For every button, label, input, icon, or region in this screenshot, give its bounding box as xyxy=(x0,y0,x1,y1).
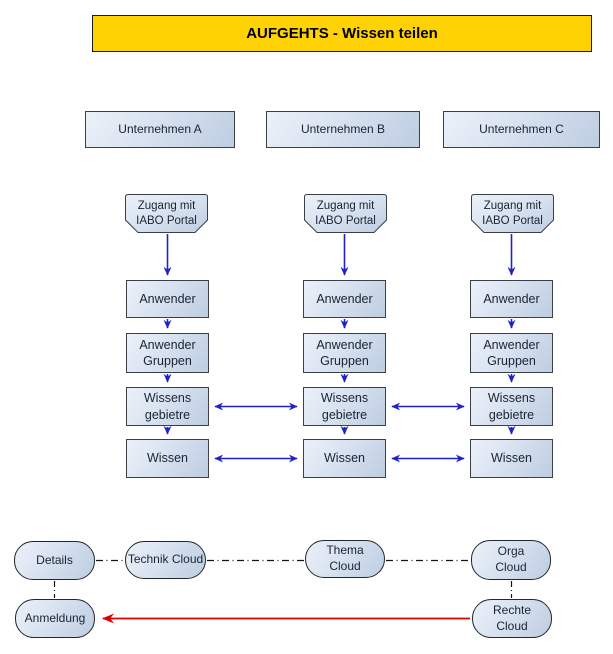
anwender-node-c-label: Anwender xyxy=(483,291,540,306)
wissen-node-c: Wissen xyxy=(470,439,553,478)
company-header-b-label: Unternehmen B xyxy=(300,121,386,136)
technik-cloud-node: Technik Cloud xyxy=(125,541,206,579)
thema-cloud-node-label: Thema Cloud xyxy=(326,543,364,573)
wissensgebiete-node-b-label: Wissens gebietre xyxy=(320,391,369,422)
wissensgebiete-node-a-label: Wissens gebietre xyxy=(143,391,192,422)
page-title: AUFGEHTS - Wissen teilen xyxy=(246,25,438,42)
portal-node-a-label: Zugang mit IABO Portal xyxy=(136,199,197,227)
anwender-gruppen-node-a: Anwender Gruppen xyxy=(126,333,209,373)
anwender-gruppen-node-b: Anwender Gruppen xyxy=(303,333,386,373)
portal-node-a: Zugang mit IABO Portal xyxy=(125,194,208,233)
anwender-node-b: Anwender xyxy=(303,280,386,318)
company-header-b: Unternehmen B xyxy=(266,111,420,148)
anmeldung-node: Anmeldung xyxy=(15,599,95,638)
anwender-gruppen-node-a-label: Anwender Gruppen xyxy=(139,337,196,368)
anmeldung-node-label: Anmeldung xyxy=(24,610,86,625)
portal-node-c-label: Zugang mit IABO Portal xyxy=(482,199,543,227)
anwender-node-a-label: Anwender xyxy=(139,291,196,306)
wissen-node-b: Wissen xyxy=(303,439,386,478)
wissen-node-c-label: Wissen xyxy=(491,451,532,466)
anwender-node-a: Anwender xyxy=(126,280,209,318)
anwender-node-b-label: Anwender xyxy=(316,291,373,306)
portal-shape-icon xyxy=(125,194,208,233)
orga-cloud-node: Orga Cloud xyxy=(471,540,551,580)
details-node: Details xyxy=(14,541,95,580)
portal-shape-icon xyxy=(471,194,554,233)
wissensgebiete-node-c: Wissens gebietre xyxy=(470,387,553,426)
anwender-gruppen-node-b-label: Anwender Gruppen xyxy=(316,337,373,368)
rechte-cloud-node: Rechte Cloud xyxy=(472,599,552,638)
title-banner: AUFGEHTS - Wissen teilen xyxy=(92,15,592,52)
technik-cloud-node-label: Technik Cloud xyxy=(127,552,204,567)
anwender-gruppen-node-c: Anwender Gruppen xyxy=(470,333,553,373)
anwender-node-c: Anwender xyxy=(470,280,553,318)
wissen-node-a: Wissen xyxy=(126,439,209,478)
portal-node-b-label: Zugang mit IABO Portal xyxy=(315,199,376,227)
wissensgebiete-node-c-label: Wissens gebietre xyxy=(487,391,536,422)
wissensgebiete-node-b: Wissens gebietre xyxy=(303,387,386,426)
company-header-c-label: Unternehmen C xyxy=(479,121,564,136)
rechte-cloud-node-label: Rechte Cloud xyxy=(492,602,532,633)
details-node-label: Details xyxy=(36,552,73,567)
company-header-a: Unternehmen A xyxy=(85,111,235,148)
portal-node-b: Zugang mit IABO Portal xyxy=(304,194,387,233)
orga-cloud-node-label: Orga Cloud xyxy=(495,544,527,574)
portal-node-c: Zugang mit IABO Portal xyxy=(471,194,554,233)
portal-shape-icon xyxy=(304,194,387,233)
thema-cloud-node: Thema Cloud xyxy=(305,540,385,578)
company-header-c: Unternehmen C xyxy=(443,111,600,148)
wissen-node-a-label: Wissen xyxy=(147,451,188,466)
wissensgebiete-node-a: Wissens gebietre xyxy=(126,387,209,426)
anwender-gruppen-node-c-label: Anwender Gruppen xyxy=(483,337,540,368)
wissen-node-b-label: Wissen xyxy=(324,451,365,466)
company-header-a-label: Unternehmen A xyxy=(118,121,202,136)
